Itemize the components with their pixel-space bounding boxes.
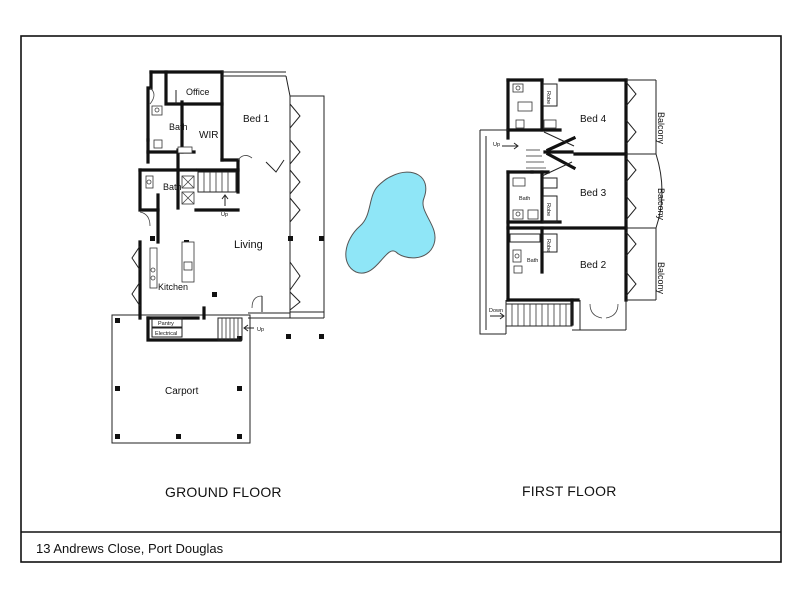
entry-stair-up-label: Up [257,327,264,333]
office-label: Office [186,87,209,97]
carport: Carport [111,314,251,444]
property-address: 13 Andrews Close, Port Douglas [36,541,224,556]
living-label: Living [234,239,263,251]
first-stair-up-label: Up [493,142,500,148]
balcony3-label: Balcony [656,262,666,295]
ground-floor-plan: Carport [111,70,325,500]
ground-floor-title: GROUND FLOOR [165,484,282,500]
side-door-swing [139,211,151,227]
kitchen-label: Kitchen [158,282,188,292]
ground-entry-stair: Up [217,317,264,341]
balcony2-label: Balcony [656,188,666,221]
first-floor-up-arrow: Up [493,142,519,150]
electrical-label: Electrical [155,331,177,337]
wir-label: WIR [199,130,218,141]
east-bifold-doors [265,103,301,311]
bed4: Robe Bed 4 Balcony [512,83,666,145]
swimming-pool [345,171,436,274]
bed3: Robe Bath Bed 3 Balcony [512,177,666,223]
first-floor-walls [506,78,628,326]
bed2: Robe Bath Bed 2 Balcony [509,233,666,295]
office: Office [149,87,209,105]
sheet-frame [20,35,782,563]
first-floor-down-stair: Down [489,303,573,327]
bed1-exterior [222,71,325,319]
ground-stair-up-label: Up [221,212,228,218]
pantry-label: Pantry [158,321,174,327]
ground-bath-b-label: Bath [163,182,182,192]
first-bath-a-label: Bath [519,196,530,202]
bed3-label: Bed 3 [580,188,607,199]
first-floor-outline [479,79,663,335]
first-bath-b-label: Bath [527,258,538,264]
bed2-label: Bed 2 [580,260,607,271]
kitchen-bifold [131,241,195,307]
robe1-label: Robe [545,91,551,104]
robe3-label: Robe [545,239,551,252]
ground-internal-stair: Up [197,171,237,218]
bed1: Bed 1 [237,114,270,161]
hall-diagonal [526,131,577,177]
pantry-electrical: Pantry Electrical [151,317,183,338]
balcony1-label: Balcony [656,112,666,145]
first-floor-plan: Up Down Robe [479,78,666,499]
robe2-label: Robe [545,203,551,216]
first-floor-title: FIRST FLOOR [522,483,617,499]
carport-label: Carport [165,386,199,397]
bed4-label: Bed 4 [580,114,607,125]
front-door-swing [251,295,263,309]
ground-bath-a-label: Bath [169,122,188,132]
ground-bath-b: Bath [145,175,195,205]
first-stair-down-label: Down [489,308,503,314]
balcony-doors [589,81,637,319]
bed1-label: Bed 1 [243,114,270,125]
ground-bath-a: Bath [151,105,193,154]
